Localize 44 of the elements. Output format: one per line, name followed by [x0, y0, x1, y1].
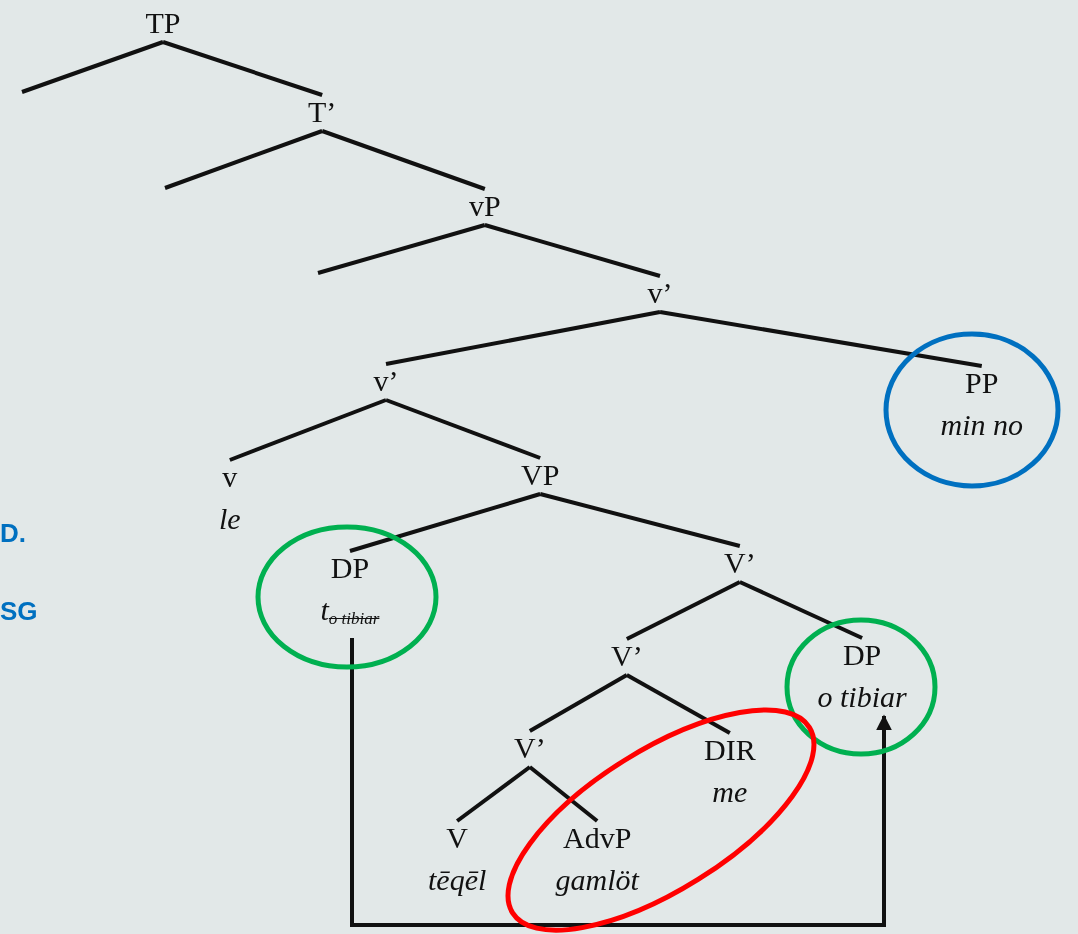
phrase-label: PP	[964, 368, 1000, 398]
phrase-label: v’	[647, 278, 673, 308]
tree-branch	[162, 40, 323, 97]
tree-branch	[625, 673, 731, 735]
tree-branch	[321, 129, 486, 191]
word-label: t$_{o tibiar}$	[320, 595, 380, 630]
phrase-label: V’	[514, 733, 546, 763]
phrase-label: v	[221, 462, 239, 492]
tree-branch	[484, 223, 661, 278]
phrase-label: v’	[373, 366, 399, 396]
phrase-label: V’	[724, 548, 756, 578]
tree-branch	[317, 223, 486, 275]
phrase-label: V	[445, 823, 469, 853]
movement-arrow	[350, 638, 892, 927]
tree-branch	[229, 398, 387, 462]
phrase-label: vP	[469, 191, 501, 221]
note-text: SG	[0, 596, 38, 627]
tree-branch	[385, 310, 661, 366]
tree-branch	[528, 765, 599, 823]
word-label: min no	[940, 410, 1023, 440]
phrase-label: DP	[841, 640, 883, 670]
tree-branch	[659, 310, 983, 368]
tree-branch	[385, 398, 541, 460]
phrase-label: V’	[611, 641, 643, 671]
word-label: me	[711, 777, 749, 807]
tree-branch	[625, 580, 741, 641]
tree-branch	[455, 765, 532, 823]
phrase-label: T’	[308, 97, 337, 127]
phrase-label: DP	[329, 553, 371, 583]
note-text: D.	[0, 518, 26, 549]
word-label: le	[219, 504, 241, 534]
tree-branch	[21, 40, 164, 94]
phrase-label: VP	[521, 460, 560, 490]
phrase-label: DIR	[704, 735, 756, 765]
phrase-label: TP	[145, 8, 181, 38]
tree-branch	[349, 492, 541, 553]
word-label: tēqēl	[428, 865, 487, 895]
tree-branch	[164, 129, 323, 190]
word-label: o tibiar	[817, 682, 907, 712]
word-label: gamlöt	[555, 865, 639, 895]
tree-branch	[539, 492, 741, 548]
tree-branch	[739, 580, 863, 640]
phrase-label: AdvP	[561, 823, 633, 853]
tree-branch	[528, 673, 628, 733]
